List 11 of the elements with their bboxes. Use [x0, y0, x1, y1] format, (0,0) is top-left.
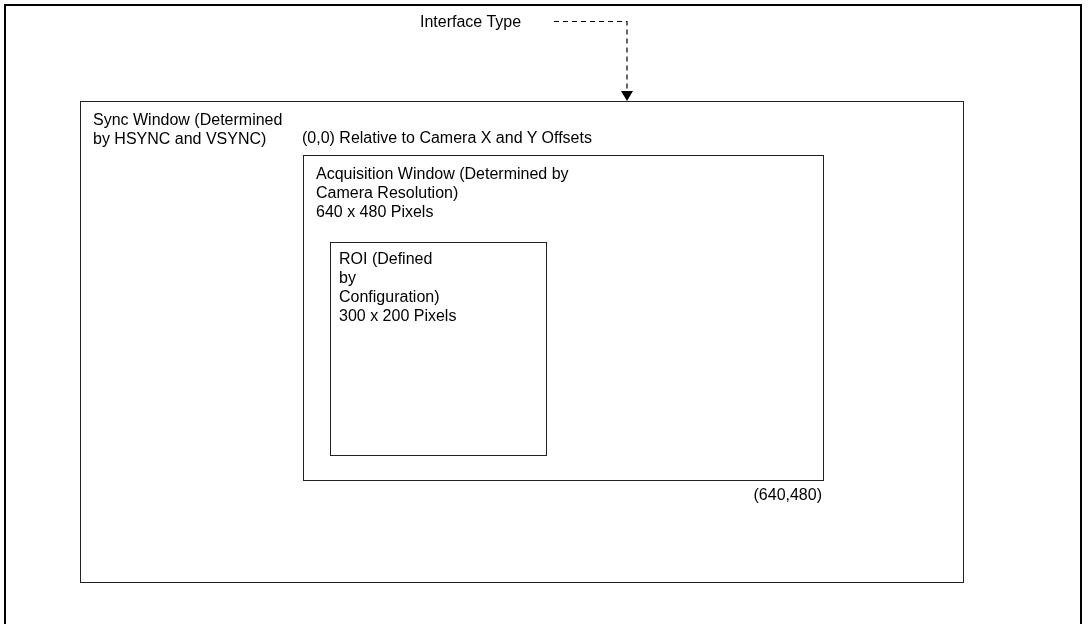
size-label: 300 x 200 Pixels — [339, 306, 458, 325]
size-label: 640 x 480 Pixels — [316, 202, 435, 221]
callout-label: Interface Type — [420, 12, 523, 31]
roi-box — [330, 242, 547, 456]
window-label: Acquisition Window (Determined by Camera Resolution) — [316, 164, 570, 202]
sync-window-box — [80, 101, 964, 583]
region-label: ROI (Defined by Configuration) — [339, 249, 441, 306]
window-label: Sync Window (Determined by HSYNC and VSYNC) — [93, 110, 283, 148]
origin-label: (0,0) Relative to Camera X and Y Offsets — [302, 128, 593, 147]
corner-coordinate-label: (640,480) — [752, 485, 822, 504]
leader-arrow — [553, 20, 633, 102]
